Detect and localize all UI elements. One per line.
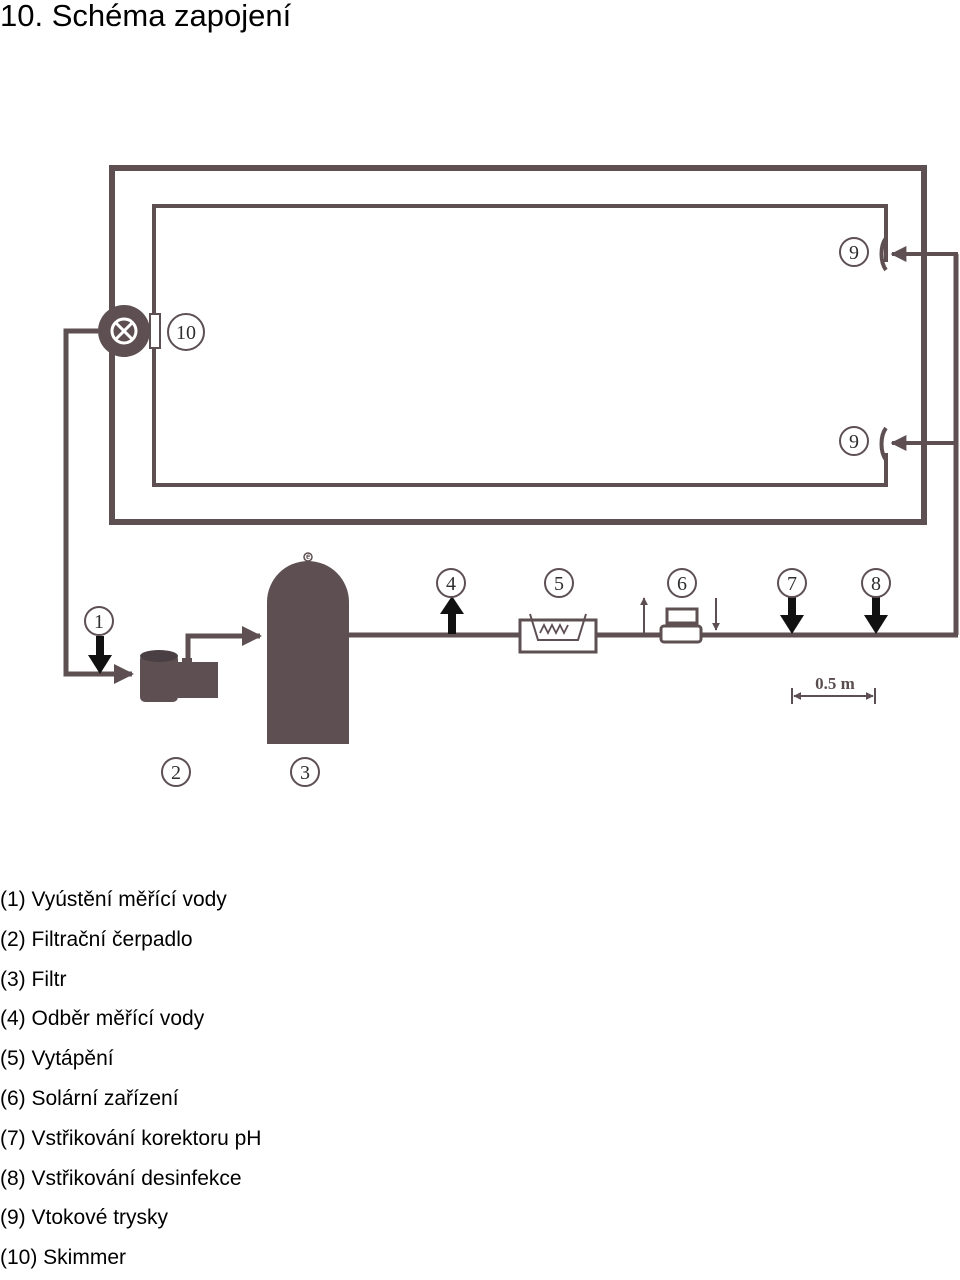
pool-circuit-diagram: e 0.5 m 1 2: [63, 165, 959, 787]
marker-10: 10: [167, 313, 205, 351]
legend-item-4: (4) Odběr měřící vody: [0, 1007, 205, 1031]
inlet-nozzle-top: [879, 236, 958, 272]
marker-8: 8: [861, 568, 891, 598]
marker-9-top: 9: [839, 237, 869, 267]
pool-outline: [109, 165, 927, 525]
disinfection-injection-arrow: [864, 596, 888, 634]
pump-to-filter-pipe: [185, 626, 262, 660]
heater-icon: [518, 613, 598, 654]
svg-text:9: 9: [849, 242, 859, 264]
legend-item-5: (5) Vytápění: [0, 1047, 114, 1071]
svg-text:5: 5: [554, 573, 564, 595]
svg-text:1: 1: [94, 611, 104, 633]
svg-text:10: 10: [176, 322, 196, 344]
svg-text:2: 2: [171, 762, 181, 784]
filter-pump-icon: [140, 650, 218, 702]
legend-item-8: (8) Vstřikování desinfekce: [0, 1166, 242, 1190]
filter-tank-icon: [267, 552, 349, 744]
legend-item-2: (2) Filtrační čerpadlo: [0, 927, 193, 951]
skimmer-icon: [98, 305, 161, 357]
marker-3: 3: [290, 757, 320, 787]
legend-item-3: (3) Filtr: [0, 967, 67, 991]
legend-item-1: (1) Vyústění měřící vody: [0, 888, 227, 911]
legend-item-7: (7) Vstřikování korektoru pH: [0, 1126, 262, 1150]
svg-text:8: 8: [871, 573, 881, 595]
legend-list: (1) Vyústění měřící vody (2) Filtrační č…: [0, 882, 261, 1280]
svg-text:7: 7: [787, 573, 797, 595]
legend-item-6: (6) Solární zařízení: [0, 1086, 179, 1110]
page-title: 10. Schéma zapojení: [0, 0, 292, 33]
marker-9-bottom: 9: [839, 426, 869, 456]
svg-text:4: 4: [446, 573, 456, 595]
solar-device-icon: [640, 597, 720, 644]
scale-label: 0.5 m: [815, 674, 855, 693]
marker-2: 2: [161, 757, 191, 787]
svg-text:9: 9: [849, 431, 859, 453]
measuring-water-outlet-arrow: [88, 636, 112, 674]
marker-7: 7: [777, 568, 807, 598]
svg-text:3: 3: [300, 762, 310, 784]
svg-text:6: 6: [677, 573, 687, 595]
ph-injection-arrow: [780, 596, 804, 634]
marker-1: 1: [84, 606, 114, 636]
marker-4: 4: [436, 568, 466, 598]
inlet-nozzle-bottom: [879, 426, 956, 462]
suction-pipe: [63, 328, 134, 684]
filter-top-symbol: e: [306, 551, 310, 561]
legend-item-10: (10) Skimmer: [0, 1246, 127, 1270]
legend-item-9: (9) Vtokové trysky: [0, 1206, 169, 1230]
scale-bar: [791, 688, 876, 704]
marker-5: 5: [544, 568, 574, 598]
measuring-water-takeoff-arrow: [440, 596, 464, 634]
marker-6: 6: [667, 568, 697, 598]
